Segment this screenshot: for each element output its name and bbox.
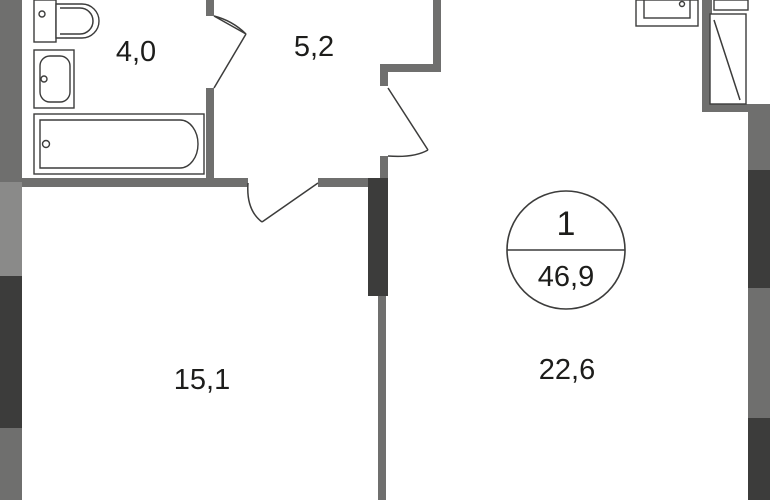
bathroom-fixtures (33, 0, 205, 175)
bathroom-wall-right (206, 88, 214, 186)
kitchen-sink-basin (643, 0, 691, 19)
hall-wall-jamb (380, 64, 388, 86)
kitchen-niche-wall (702, 0, 712, 112)
bathroom-door-leaf-top (213, 15, 247, 35)
bedroom-door-swing (247, 182, 263, 223)
room-labels: 4,0 5,2 15,1 22,6 (116, 31, 595, 396)
counter (709, 13, 747, 105)
stove (713, 0, 749, 11)
toilet-bowl (55, 3, 100, 39)
toilet-flush-icon (38, 10, 46, 18)
bathtub-drain-icon (41, 139, 51, 149)
bathroom-bottom-wall (22, 178, 248, 187)
partition-column (368, 178, 388, 296)
toilet-seat (60, 7, 94, 35)
hall-bottom-wall (318, 178, 388, 187)
toilet-tank (33, 0, 57, 43)
kitchen-faucet-icon (678, 0, 686, 8)
bedroom-door-leaf (261, 182, 319, 223)
sink-faucet-icon (40, 75, 48, 83)
bathroom-door-swing (213, 15, 247, 35)
left-wall-segment (0, 182, 22, 276)
living-door-swing (387, 149, 429, 158)
right-window-pier-1 (748, 170, 770, 288)
kitchen-niche-bottom (702, 104, 754, 112)
living-door-leaf (387, 87, 429, 151)
doors (213, 15, 429, 223)
apartment-badge: 1 46,9 (506, 190, 626, 310)
room-count: 1 (557, 205, 576, 243)
bathroom-wall-top (206, 0, 214, 16)
sink-basin (39, 55, 71, 103)
right-window-pier-2 (748, 418, 770, 500)
living-kitchen-area-label: 22,6 (539, 354, 595, 386)
left-window-pier (0, 276, 22, 428)
bathtub-basin (39, 119, 199, 169)
counter-hatch (713, 19, 741, 101)
bedroom-living-partition (378, 296, 386, 500)
hallway-area-label: 5,2 (294, 31, 334, 63)
hall-wall-lower (380, 156, 388, 186)
bathroom-door-leaf (213, 33, 247, 89)
total-area: 46,9 (538, 261, 594, 293)
hall-wall-upper (433, 0, 441, 70)
bathroom-area-label: 4,0 (116, 36, 156, 68)
bedroom-area-label: 15,1 (174, 364, 230, 396)
kitchen-fixtures (635, 0, 749, 105)
hall-wall-step (380, 64, 441, 72)
